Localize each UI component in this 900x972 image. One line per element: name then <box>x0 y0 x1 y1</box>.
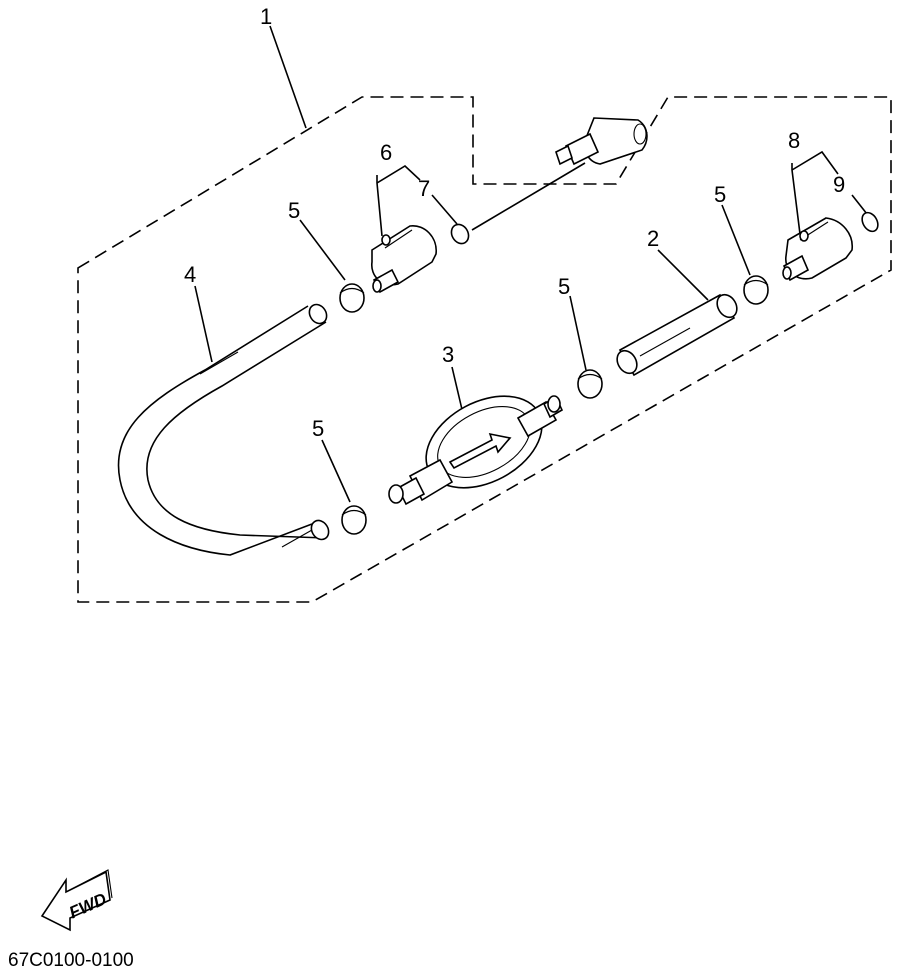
callout-5c: 5 <box>558 274 570 299</box>
hose-clamp-c <box>577 369 603 399</box>
callout-2: 2 <box>647 226 659 251</box>
callout-3: 3 <box>442 342 454 367</box>
callout-8: 8 <box>788 128 800 153</box>
hose-clamp-a <box>339 283 365 313</box>
hose-clamp-d <box>341 505 367 535</box>
leader-lines <box>194 25 868 503</box>
callout-5d: 5 <box>312 416 324 441</box>
fuel-connector-top <box>555 117 648 166</box>
hose-joint-left <box>371 225 437 294</box>
primer-pump <box>388 395 564 506</box>
hose-clamp-b <box>743 275 769 305</box>
diagram-part-number: 67C0100-0100 <box>8 950 134 971</box>
callout-5b: 5 <box>714 182 726 207</box>
assembly-boundary <box>77 96 892 603</box>
fwd-arrow-icon: FWD <box>40 869 113 932</box>
callout-5a: 5 <box>288 198 300 223</box>
hose-joint-right <box>782 217 853 282</box>
callout-6: 6 <box>380 140 392 165</box>
callout-7: 7 <box>418 176 430 201</box>
fuel-hose-short <box>616 293 738 377</box>
o-ring-left <box>450 223 470 245</box>
callout-1: 1 <box>260 4 272 29</box>
fuel-hose-long <box>117 303 330 556</box>
callout-4: 4 <box>184 262 196 287</box>
o-ring-right <box>861 211 879 233</box>
callout-9: 9 <box>833 172 845 197</box>
